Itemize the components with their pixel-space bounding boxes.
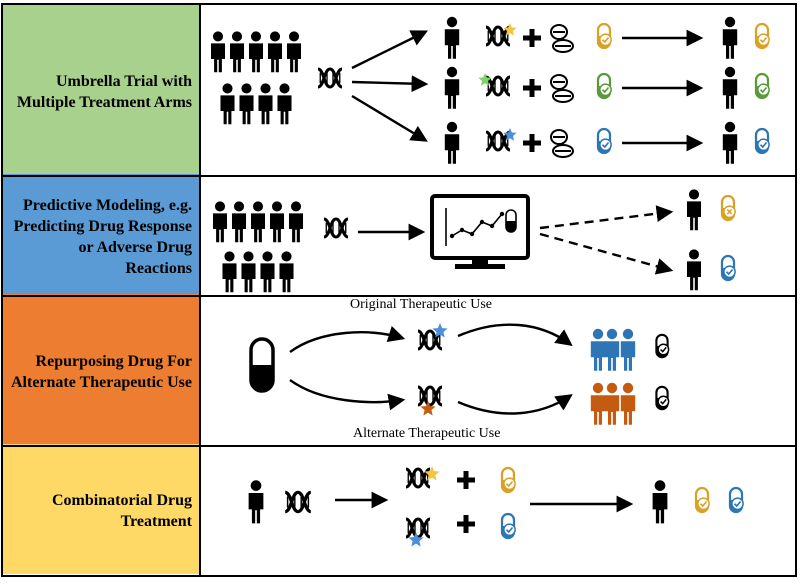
dna-icon <box>417 385 443 407</box>
arrow-icon <box>457 323 573 346</box>
pill-check-icon <box>655 385 670 411</box>
frame-border <box>1 3 797 577</box>
star-icon <box>432 323 448 338</box>
pill-x-icon <box>720 194 736 222</box>
person-icon <box>212 201 228 243</box>
row-label-background <box>2 4 200 176</box>
person-icon <box>222 251 237 293</box>
plus-sign <box>457 471 475 489</box>
star-icon <box>420 401 436 416</box>
plus-sign <box>457 515 475 533</box>
person-icon <box>620 328 636 371</box>
arrow-icon <box>457 394 573 415</box>
capsule-icon <box>249 337 275 393</box>
person-icon <box>229 31 245 73</box>
person-icon <box>239 83 254 125</box>
person-icon <box>248 480 264 524</box>
row-label-predictive-modeling: Predictive Modeling, e.g. Predicting Dru… <box>13 197 192 277</box>
row-label-combinatorial: Combinatorial Drug Treatment <box>52 492 192 530</box>
person-icon <box>722 66 738 109</box>
person-icon <box>231 201 247 243</box>
pill-check-icon <box>754 127 770 155</box>
dna-icon <box>485 75 511 97</box>
person-icon <box>604 382 620 425</box>
person-icon <box>267 31 283 73</box>
person-icon <box>248 31 264 73</box>
person-icon <box>260 251 275 293</box>
row-label-umbrella-trial: Umbrella Trial with Multiple Treatment A… <box>16 73 192 111</box>
person-icon <box>686 249 702 291</box>
pill-check-icon <box>655 333 670 359</box>
monitor-chart-icon <box>430 194 530 269</box>
star-icon <box>503 23 517 36</box>
dna-icon <box>323 217 349 239</box>
row-label-background <box>2 444 200 574</box>
arrow-icon <box>539 232 674 275</box>
arrow-icon <box>351 75 429 93</box>
row-label-repurposing: Repurposing Drug For Alternate Therapeut… <box>11 353 192 391</box>
plus-sign <box>523 134 541 152</box>
pill-check-icon <box>500 466 516 494</box>
row-label-background <box>2 294 200 446</box>
person-icon <box>444 66 460 109</box>
arrow-icon <box>289 325 406 353</box>
person-icon <box>210 31 226 73</box>
person-icon <box>250 201 266 243</box>
person-icon <box>258 83 273 125</box>
row-label-background <box>2 174 200 296</box>
tablets-icon <box>550 24 574 53</box>
dna-icon <box>485 25 511 47</box>
pill-check-icon <box>754 22 770 50</box>
person-icon <box>277 83 292 125</box>
arrow-icon <box>539 205 674 230</box>
pill-check-icon <box>596 127 612 155</box>
person-icon <box>590 328 606 371</box>
plus-sign <box>523 79 541 97</box>
pill-check-icon <box>728 486 744 514</box>
person-icon <box>722 121 738 164</box>
person-icon <box>286 31 302 73</box>
person-icon <box>444 16 460 59</box>
dna-icon <box>284 490 312 514</box>
tablets-icon <box>550 129 574 158</box>
dna-icon <box>405 517 431 539</box>
person-icon <box>269 201 285 243</box>
pill-check-icon <box>596 22 612 50</box>
tablets-icon <box>550 74 574 103</box>
pill-check-icon <box>694 486 710 514</box>
person-icon <box>620 382 636 425</box>
person-icon <box>686 189 702 231</box>
person-icon <box>652 480 668 524</box>
person-icon <box>444 121 460 164</box>
arrow-icon <box>351 30 429 70</box>
plus-sign <box>523 29 541 47</box>
arrow-icon <box>351 94 428 142</box>
star-icon <box>424 466 440 481</box>
pill-check-icon <box>754 72 770 100</box>
caption-alternate-use: Alternate Therapeutic Use <box>353 426 501 441</box>
star-icon <box>503 128 517 141</box>
person-icon <box>722 16 738 59</box>
person-icon <box>288 201 304 243</box>
person-icon <box>590 382 606 425</box>
dna-icon <box>485 130 511 152</box>
pill-check-icon <box>500 512 516 540</box>
person-icon <box>279 251 294 293</box>
dna-icon <box>317 67 343 89</box>
person-icon <box>220 83 235 125</box>
person-icon <box>604 328 620 371</box>
person-icon <box>241 251 256 293</box>
star-icon <box>478 73 492 86</box>
pill-check-icon <box>596 72 612 100</box>
pill-check-icon <box>720 254 736 282</box>
caption-original-use: Original Therapeutic Use <box>350 297 493 312</box>
arrow-icon <box>289 379 406 411</box>
star-icon <box>408 532 424 547</box>
